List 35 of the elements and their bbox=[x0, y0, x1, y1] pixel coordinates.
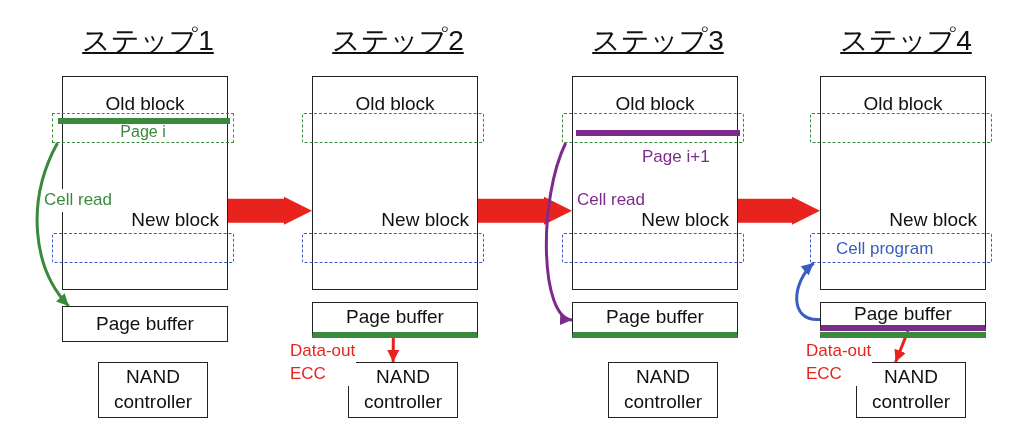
arrow bbox=[544, 142, 573, 322]
page-region bbox=[810, 113, 992, 143]
page-region bbox=[52, 233, 234, 263]
edge-label: Cell read bbox=[44, 189, 113, 212]
step-arrow bbox=[478, 196, 572, 225]
region-label: Page i bbox=[120, 123, 166, 141]
block-label: Old block bbox=[863, 93, 943, 115]
block-label: New block bbox=[381, 209, 469, 231]
step-title: ステップ2 bbox=[332, 24, 464, 58]
block-label: New block bbox=[889, 209, 977, 231]
region-label: Page i+1 bbox=[642, 147, 710, 167]
page-buffer-box: Page buffer bbox=[572, 302, 738, 338]
arrow bbox=[894, 330, 910, 363]
page-region bbox=[302, 113, 484, 143]
controller-box: NAND controller bbox=[608, 362, 718, 418]
step-title: ステップ3 bbox=[592, 24, 724, 58]
arrow bbox=[387, 338, 400, 362]
block-label: Old block bbox=[615, 93, 695, 115]
block-label: Old block bbox=[355, 93, 435, 115]
page-region bbox=[562, 233, 744, 263]
block-label: New block bbox=[131, 209, 219, 231]
arrow bbox=[795, 261, 821, 321]
arrow bbox=[35, 142, 70, 307]
step-title: ステップ4 bbox=[840, 24, 972, 58]
block-label: Old block bbox=[105, 93, 185, 115]
block-label: New block bbox=[641, 209, 729, 231]
page-buffer-box: Page buffer bbox=[62, 306, 228, 342]
memory-block bbox=[572, 76, 738, 290]
memory-block bbox=[820, 76, 986, 290]
controller-box: NAND controller bbox=[98, 362, 208, 418]
step-arrow bbox=[738, 196, 820, 225]
step-title: ステップ1 bbox=[82, 24, 214, 58]
memory-block bbox=[312, 76, 478, 290]
step-arrow bbox=[228, 196, 312, 225]
page-region bbox=[302, 233, 484, 263]
